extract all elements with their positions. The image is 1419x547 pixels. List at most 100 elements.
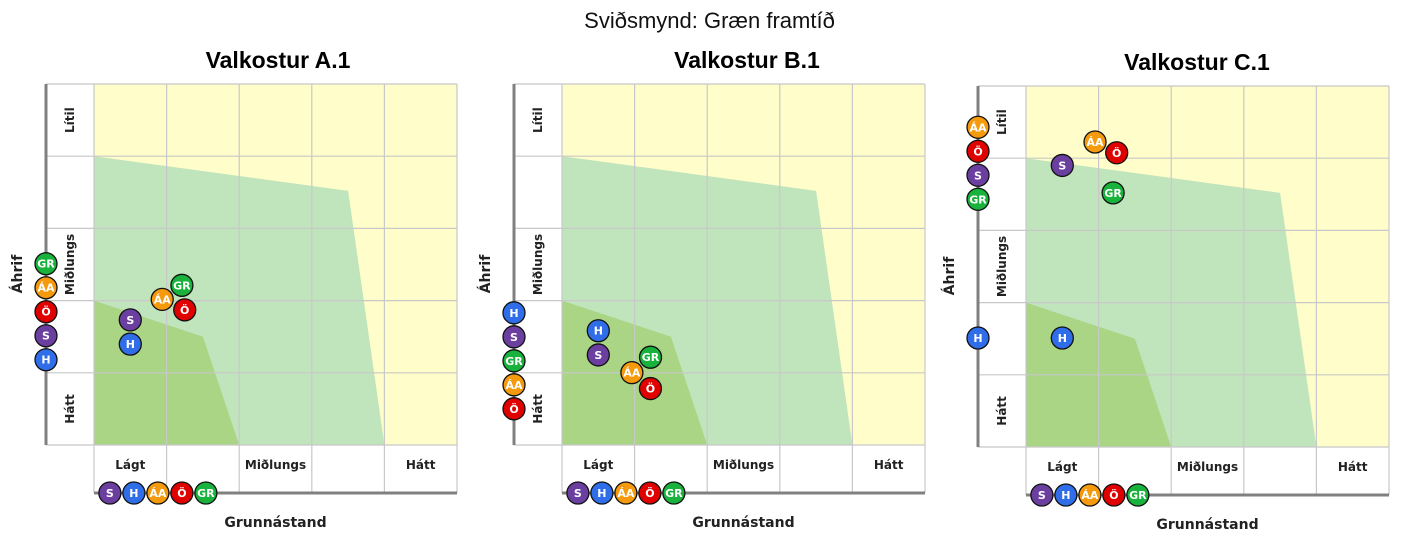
y-axis-projection-GR: GR (502, 349, 526, 373)
point-label: ÁA (149, 487, 167, 500)
point-marker (614, 481, 638, 505)
x-axis-projection-Ö: Ö (1102, 483, 1126, 507)
y-axis-projection-S: S (966, 163, 990, 187)
x-axis-projection-Ö: Ö (638, 481, 662, 505)
x-tick-label: Miðlungs (1177, 460, 1238, 474)
x-axis-title: Grunnástand (692, 515, 794, 531)
point-label: Ö (180, 303, 189, 317)
panel-title: Valkostur A.1 (206, 47, 351, 73)
x-axis-title: Grunnástand (1156, 517, 1258, 533)
x-tick-label: Lágt (1047, 460, 1077, 474)
point-label: GR (505, 355, 523, 368)
point-label: GR (197, 487, 215, 500)
point-label: ÁA (1087, 136, 1105, 149)
y-axis-projection-S: S (502, 325, 526, 349)
x-axis-projection-S: S (1030, 483, 1054, 507)
point-marker (566, 481, 590, 505)
data-point-H: H (586, 319, 610, 343)
point-label: Ö (1109, 488, 1118, 502)
point-marker (966, 326, 990, 350)
point-marker (170, 273, 194, 297)
x-axis-projection-S: S (98, 481, 122, 505)
point-marker (170, 481, 194, 505)
point-marker (502, 301, 526, 325)
point-marker (118, 332, 142, 356)
point-marker (502, 349, 526, 373)
x-tick-label: Hátt (874, 458, 904, 472)
data-point-ÁA: ÁA (620, 360, 644, 385)
point-marker (34, 300, 58, 324)
point-label: H (126, 338, 135, 351)
data-point-Ö: Ö (1105, 141, 1129, 165)
x-axis-projection-ÁA: ÁA (146, 481, 170, 505)
point-label: H (1061, 489, 1070, 502)
y-axis-projection-S: S (34, 324, 58, 348)
point-label: GR (665, 487, 683, 500)
y-axis-projection-H: H (34, 348, 58, 372)
point-marker (150, 287, 174, 312)
point-marker (146, 481, 170, 505)
point-label: Ö (1112, 146, 1121, 160)
data-point-Ö: Ö (173, 298, 197, 322)
x-tick-label: Miðlungs (713, 458, 774, 472)
point-marker (620, 360, 644, 385)
y-axis-projection-H: H (966, 326, 990, 350)
y-tick-label: Hátt (531, 394, 545, 424)
point-label: H (129, 487, 138, 500)
y-tick-label: Miðlungs (531, 234, 545, 295)
point-label: S (106, 487, 114, 500)
point-marker (966, 163, 990, 187)
point-label: S (594, 349, 602, 362)
point-label: H (973, 332, 982, 345)
data-point-S: S (1050, 153, 1074, 178)
point-label: Ö (177, 486, 186, 500)
x-axis-projection-H: H (590, 481, 614, 505)
x-tick-label: Lágt (115, 458, 145, 472)
point-label: ÁA (617, 487, 635, 500)
point-marker (98, 481, 122, 505)
x-axis-projection-H: H (1054, 483, 1078, 507)
point-marker (638, 376, 663, 401)
point-label: Ö (509, 402, 518, 416)
x-axis-projection-H: H (122, 481, 146, 505)
panel-title: Valkostur B.1 (674, 47, 820, 73)
point-marker (194, 481, 218, 505)
point-marker (122, 481, 146, 505)
point-label: S (1058, 159, 1066, 172)
point-marker (1050, 326, 1074, 350)
x-tick-label: Hátt (406, 458, 436, 472)
point-marker (173, 298, 197, 322)
point-label: S (574, 487, 582, 500)
y-tick-label: Lítil (531, 107, 545, 133)
point-marker (1054, 483, 1078, 507)
data-point-S: S (118, 308, 142, 332)
point-label: Ö (645, 486, 654, 500)
point-marker (1083, 130, 1107, 154)
data-point-H: H (118, 332, 142, 356)
x-axis-projection-Ö: Ö (170, 481, 194, 505)
point-label: S (42, 330, 50, 343)
point-marker (638, 345, 663, 369)
point-marker (1126, 483, 1150, 507)
data-point-ÁA: ÁA (1083, 130, 1107, 154)
panel-title: Valkostur C.1 (1124, 49, 1270, 75)
point-marker (966, 115, 990, 139)
point-marker (34, 276, 58, 300)
point-label: GR (1104, 187, 1122, 200)
point-marker (1050, 153, 1074, 178)
point-label: H (597, 487, 606, 500)
data-point-GR: GR (638, 345, 663, 369)
point-marker (586, 343, 610, 367)
point-marker (1102, 483, 1126, 507)
y-axis-projection-GR: GR (966, 187, 990, 211)
point-label: Ö (646, 382, 655, 396)
point-label: H (41, 354, 50, 367)
point-label: H (594, 325, 603, 338)
point-marker (1078, 483, 1102, 507)
point-label: ÁA (505, 379, 523, 392)
point-marker (590, 481, 614, 505)
point-marker (966, 187, 990, 211)
point-label: ÁA (623, 367, 641, 380)
